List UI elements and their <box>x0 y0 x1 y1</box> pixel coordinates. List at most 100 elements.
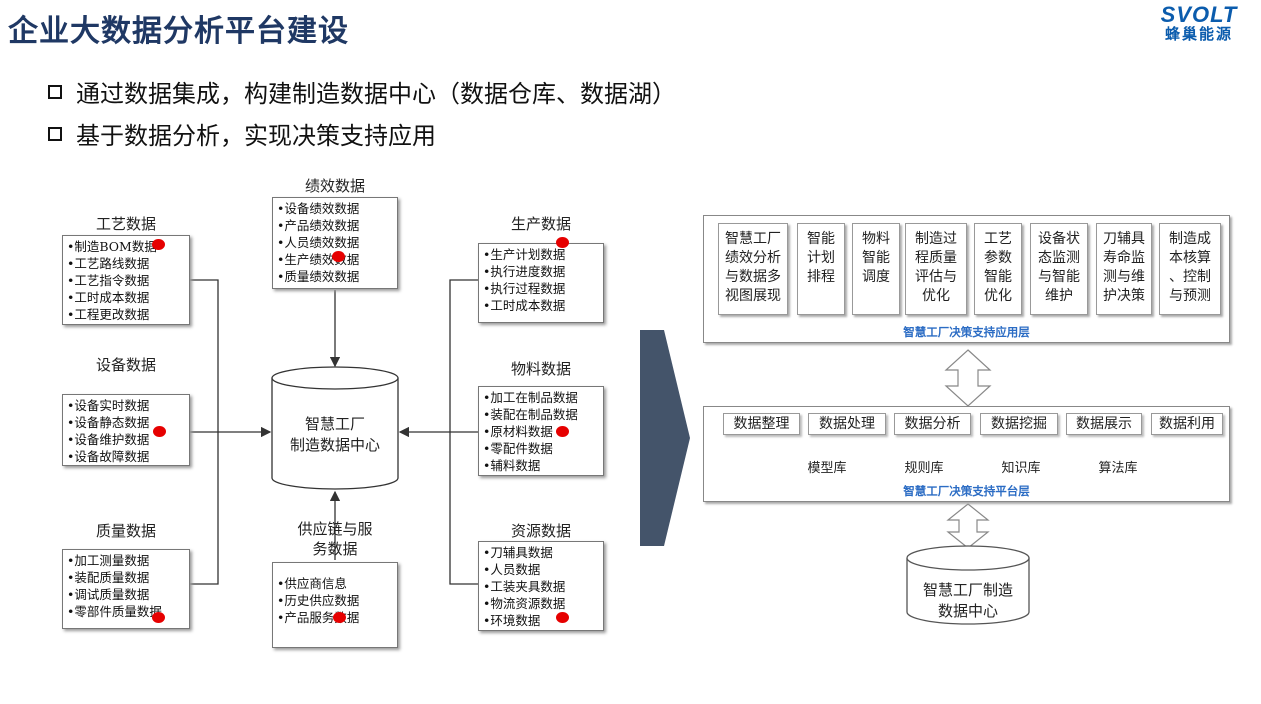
logo-cn: 蜂巢能源 <box>1164 25 1233 43</box>
list-item: •辅料数据 <box>483 458 541 473</box>
app-module-line: 调度 <box>862 269 890 285</box>
app-module-line: 态监测 <box>1038 250 1080 266</box>
production-data-label: 生产数据 <box>510 215 571 233</box>
red-marker <box>556 612 569 623</box>
list-item: •物流资源数据 <box>483 596 566 611</box>
right-data-center-label: 智慧工厂制造 数据中心 <box>907 580 1029 622</box>
list-item: •人员绩效数据 <box>277 235 360 250</box>
quality-data-label: 质量数据 <box>95 522 156 540</box>
right-data-center-line1: 智慧工厂制造 <box>922 581 1013 599</box>
app-module-line: 排程 <box>807 269 835 285</box>
resource-data-label: 资源数据 <box>510 522 571 540</box>
app-module-line: 测与维 <box>1103 269 1145 285</box>
app-module: 刀辅具 寿命监 测与维 护决策 <box>1096 223 1152 315</box>
app-module-line: 、控制 <box>1169 269 1211 285</box>
app-module-line: 护决策 <box>1103 288 1145 304</box>
double-arrow-upper <box>944 349 992 407</box>
app-module-line: 参数 <box>984 250 1012 266</box>
production-data-box: •生产计划数据 •执行进度数据 •执行过程数据 •工时成本数据 <box>478 243 604 323</box>
red-marker <box>153 426 166 437</box>
list-item: •执行进度数据 <box>483 264 566 279</box>
list-item: •工时成本数据 <box>67 290 150 305</box>
list-item: •产品绩效数据 <box>277 218 360 233</box>
list-item: •设备故障数据 <box>67 449 150 464</box>
app-module-line: 寿命监 <box>1103 250 1145 266</box>
list-item: •加工在制品数据 <box>483 390 578 405</box>
data-center-line1: 智慧工厂 <box>304 415 365 433</box>
app-module-line: 制造过 <box>915 231 957 247</box>
app-module-line: 设备状 <box>1038 231 1080 247</box>
app-module-line: 绩效分析 <box>725 250 781 266</box>
app-module-line: 程质量 <box>915 250 957 266</box>
list-item: •设备维护数据 <box>67 432 150 447</box>
app-module-line: 智能 <box>862 250 890 266</box>
app-module-line: 工艺 <box>984 231 1012 247</box>
data-center-cylinder <box>271 366 399 490</box>
bullet-text: 通过数据集成，构建制造数据中心（数据仓库、数据湖） <box>76 80 676 108</box>
app-module-line: 与数据多 <box>725 269 781 285</box>
list-item: •人员数据 <box>483 562 541 577</box>
company-logo: SVOLT 蜂巢能源 <box>1140 2 1258 43</box>
list-item: •工程更改数据 <box>67 307 150 322</box>
list-item: •加工测量数据 <box>67 553 150 568</box>
list-item: •制造BOM数据 <box>67 239 157 254</box>
page-title: 企业大数据分析平台建设 <box>8 14 349 49</box>
red-marker <box>152 612 165 623</box>
list-item: •调试质量数据 <box>67 587 150 602</box>
list-item: •设备实时数据 <box>67 398 150 413</box>
platform-function: 数据处理 <box>808 413 886 435</box>
list-item: •生产计划数据 <box>483 247 566 262</box>
craft-data-label: 工艺数据 <box>95 215 156 233</box>
supply-data-label: 供应链与服 务数据 <box>272 519 398 559</box>
material-data-label: 物料数据 <box>510 360 571 378</box>
bullet-item: 通过数据集成，构建制造数据中心（数据仓库、数据湖） <box>48 74 676 109</box>
bullet-item: 基于数据分析，实现决策支持应用 <box>48 116 436 151</box>
app-module-line: 视图展现 <box>725 288 781 304</box>
supply-label-line1: 供应链与服 <box>297 520 373 538</box>
app-module: 智慧工厂 绩效分析 与数据多 视图展现 <box>718 223 788 315</box>
list-item: •环境数据 <box>483 613 541 628</box>
list-item: •设备静态数据 <box>67 415 150 430</box>
data-center-line2: 制造数据中心 <box>289 436 380 454</box>
list-item: •设备绩效数据 <box>277 201 360 216</box>
app-module: 物料 智能 调度 <box>852 223 900 315</box>
app-module: 工艺 参数 智能 优化 <box>974 223 1022 315</box>
app-module-line: 智慧工厂 <box>725 231 781 247</box>
platform-layer-label: 智慧工厂决策支持平台层 <box>903 484 1030 498</box>
equipment-data-label: 设备数据 <box>95 356 156 374</box>
performance-data-label: 绩效数据 <box>304 177 365 195</box>
app-module: 制造成 本核算 、控制 与预测 <box>1159 223 1221 315</box>
list-item: •质量绩效数据 <box>277 269 360 284</box>
list-item: •工装夹具数据 <box>483 579 566 594</box>
double-arrow-lower <box>946 503 990 549</box>
red-marker <box>556 426 569 437</box>
app-layer-label: 智慧工厂决策支持应用层 <box>903 325 1030 339</box>
app-module: 智能 计划 排程 <box>797 223 845 315</box>
app-module-line: 物料 <box>862 231 890 247</box>
app-module-line: 智能 <box>807 231 835 247</box>
logo-en: SVOLT <box>1160 2 1238 27</box>
red-marker <box>332 251 345 262</box>
list-item: •工时成本数据 <box>483 298 566 313</box>
app-module-line: 优化 <box>922 288 950 304</box>
right-data-center-cylinder <box>906 545 1030 625</box>
list-item: •刀辅具数据 <box>483 545 553 560</box>
equipment-data-box: •设备实时数据 •设备静态数据 •设备维护数据 •设备故障数据 <box>62 394 190 466</box>
app-module-line: 刀辅具 <box>1103 231 1145 247</box>
red-marker <box>333 612 346 623</box>
platform-function: 数据展示 <box>1066 413 1142 435</box>
square-bullet-icon <box>48 84 62 99</box>
supply-data-box: •供应商信息 •历史供应数据 •产品服务数据 <box>272 562 398 648</box>
list-item: •历史供应数据 <box>277 593 360 608</box>
material-data-box: •加工在制品数据 •装配在制品数据 •原材料数据 •零配件数据 •辅料数据 <box>478 386 604 476</box>
list-item: •执行过程数据 <box>483 281 566 296</box>
supply-label-line2: 务数据 <box>312 540 358 558</box>
app-module: 设备状 态监测 与智能 维护 <box>1030 223 1088 315</box>
platform-function: 数据挖掘 <box>980 413 1058 435</box>
app-module-line: 制造成 <box>1169 231 1211 247</box>
list-item: •装配在制品数据 <box>483 407 578 422</box>
transition-arrow <box>640 330 690 546</box>
resource-data-box: •刀辅具数据 •人员数据 •工装夹具数据 •物流资源数据 •环境数据 <box>478 541 604 631</box>
app-module-line: 本核算 <box>1169 250 1211 266</box>
red-marker <box>152 239 165 250</box>
